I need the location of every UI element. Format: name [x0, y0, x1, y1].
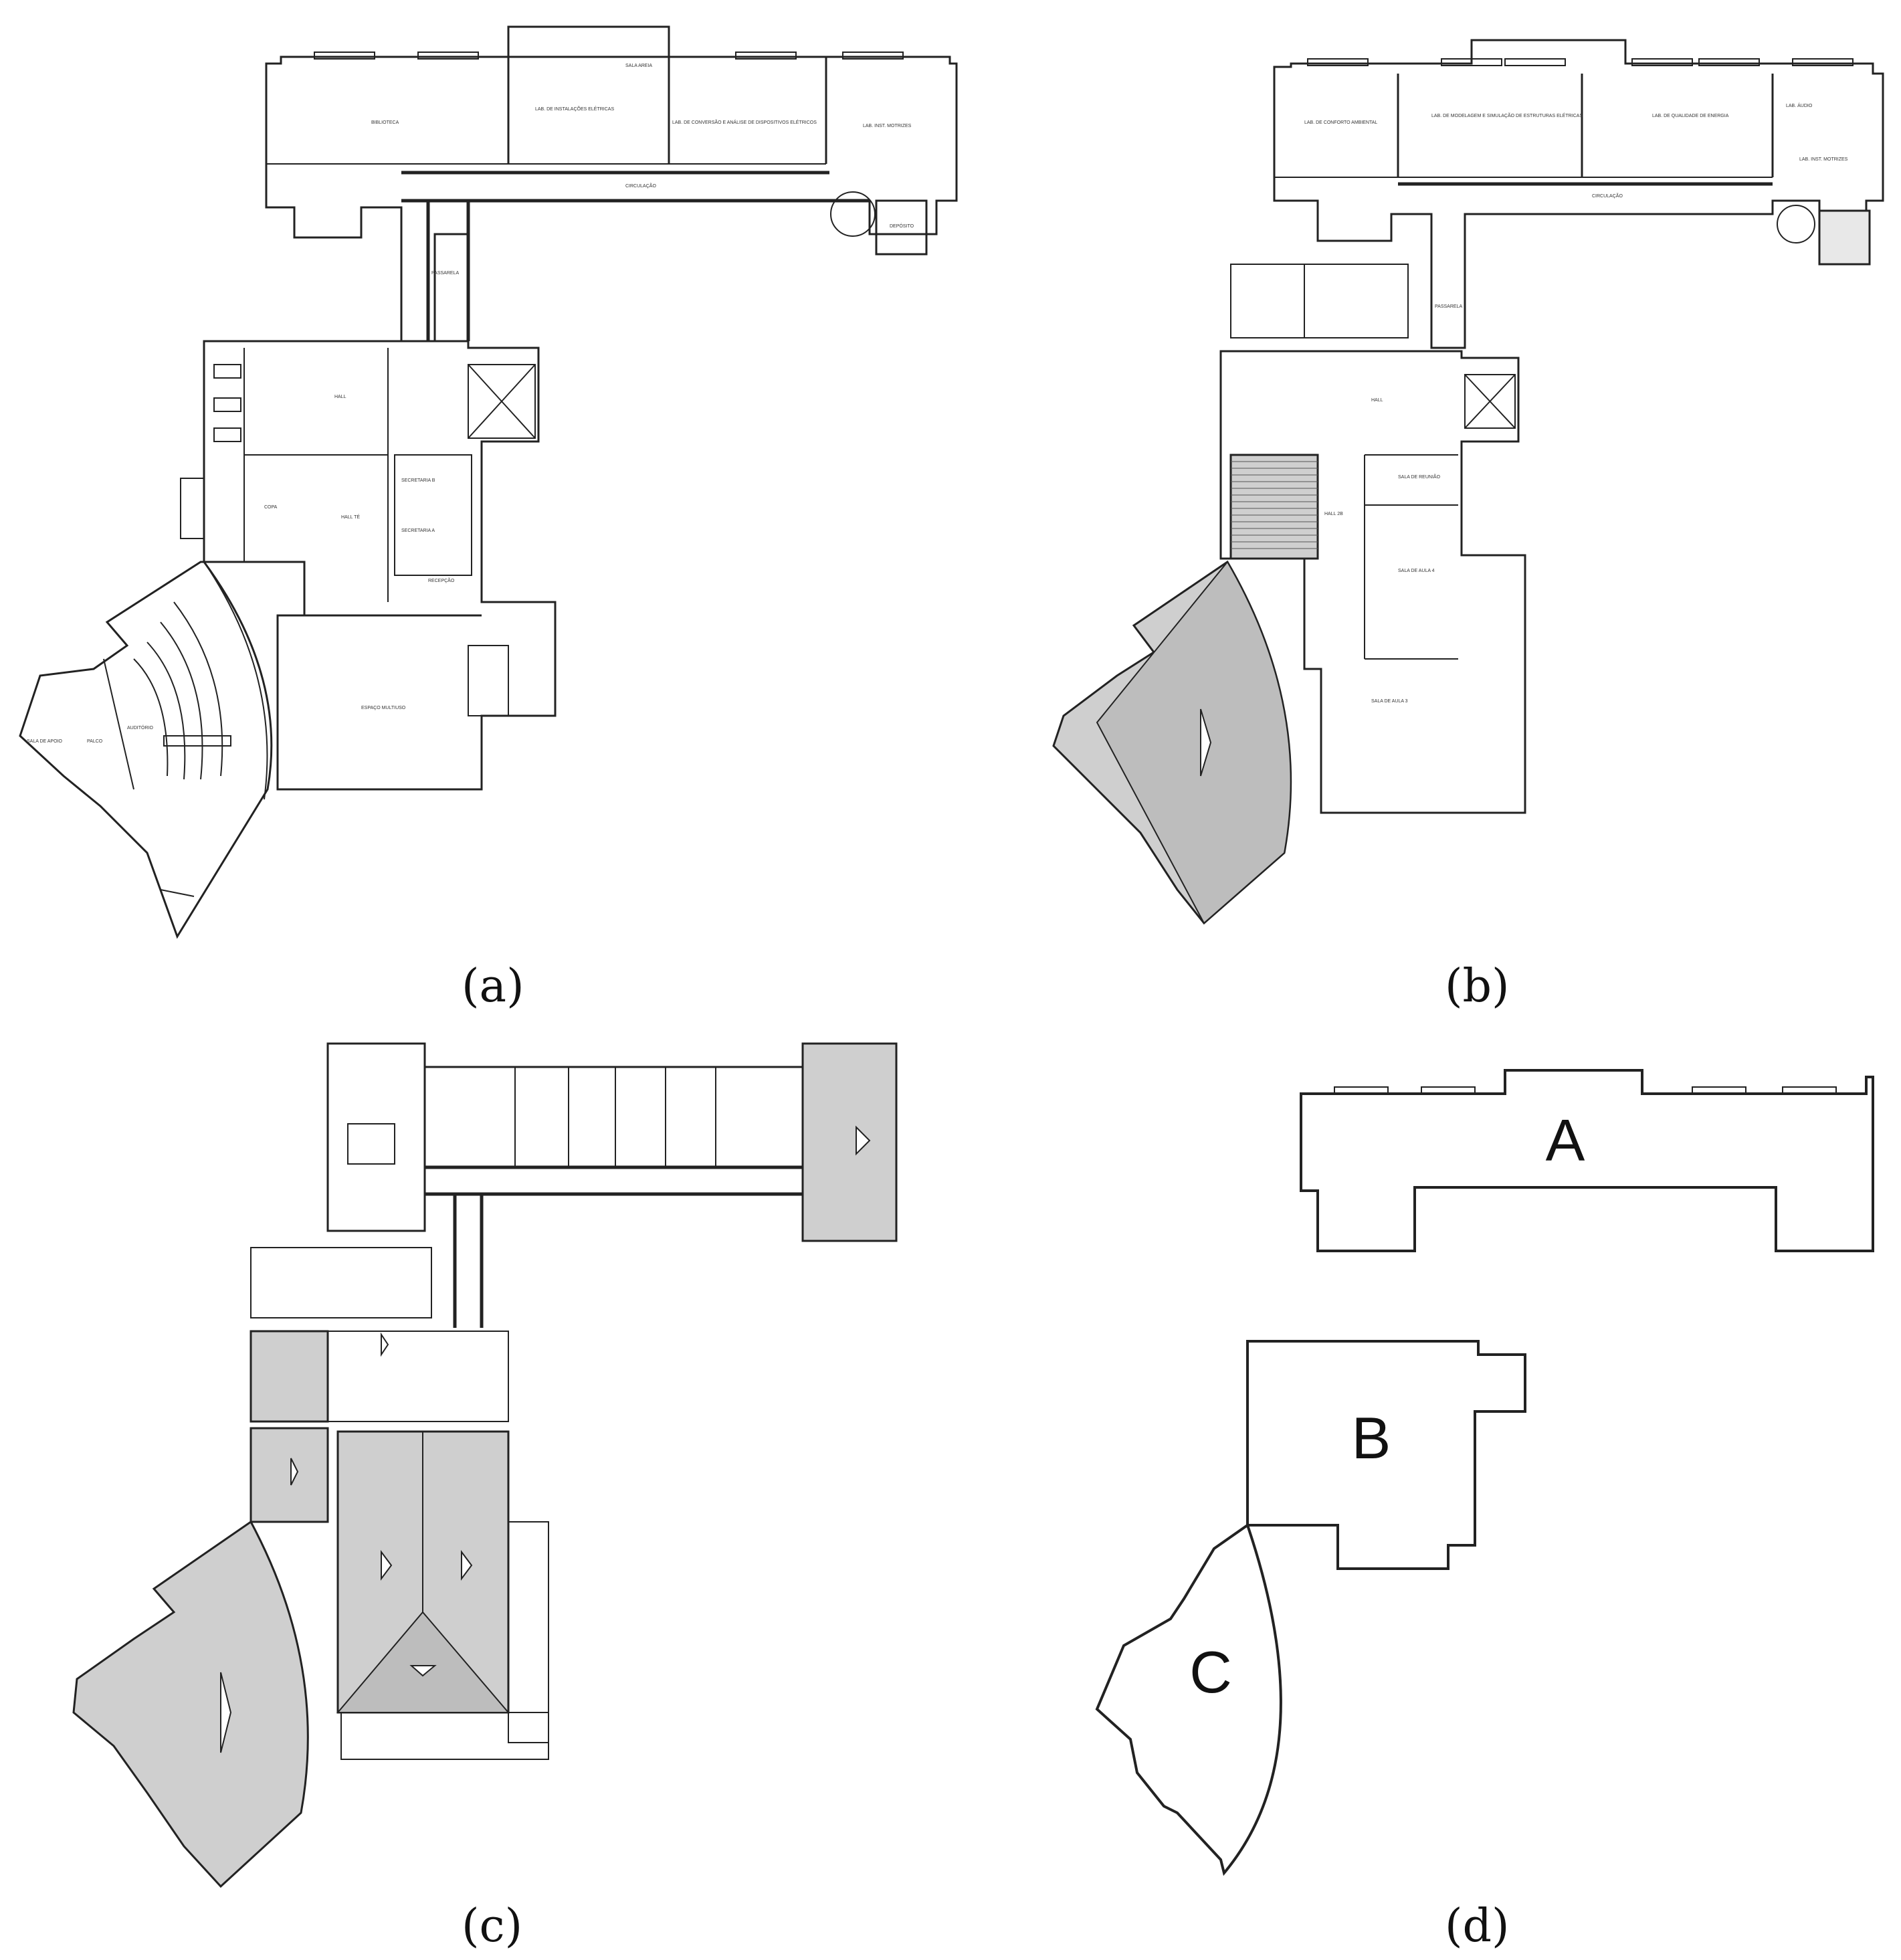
room-label: CIRCULAÇÃO: [625, 183, 656, 189]
room-label: SALA DE AULA 3: [1371, 699, 1408, 704]
room-label: ESPAÇO MULTIUSO: [361, 706, 406, 710]
room-label: COPA: [264, 505, 278, 510]
block-a-label: A: [1546, 1107, 1585, 1173]
room-label: LAB. INST. MOTRIZES: [1799, 157, 1848, 162]
block-c-shape: [1095, 1523, 1282, 1876]
room-label: BIBLIOTECA: [371, 120, 399, 125]
room-label: LAB. DE QUALIDADE DE ENERGIA: [1652, 114, 1729, 118]
room-label: PALCO: [87, 739, 103, 744]
block-b-outline-a: [203, 340, 557, 791]
block-b-label: B: [1352, 1405, 1391, 1471]
block-b-shape: [1246, 1340, 1526, 1570]
room-label: SECRETARIA B: [401, 478, 435, 483]
panel-d-block-layout: A B C: [1095, 1069, 1874, 1876]
room-label: PASSARELA: [431, 271, 459, 276]
block-b-outline-b: [1219, 350, 1526, 814]
panel-caption-d: (d): [1445, 1900, 1510, 1953]
room-label: LAB. DE CONVERSÃO E ANÁLISE DE DISPOSITI…: [672, 119, 817, 125]
panel-caption-c: (c): [462, 1900, 523, 1953]
room-label: HALL: [334, 395, 346, 399]
block-a-shape: [1300, 1069, 1874, 1252]
room-label: RECEPÇÃO: [428, 577, 455, 583]
room-label: SALA DE APOIO: [27, 739, 62, 744]
room-label: HALL: [1371, 398, 1383, 403]
panel-caption-b: (b): [1445, 960, 1510, 1013]
room-label: LAB. ÁUDIO: [1786, 102, 1813, 108]
room-label: HALL TÉ: [341, 514, 360, 520]
panel-b-floor-plan: LAB. DE CONFORTO AMBIENTAL LAB. DE MODEL…: [1052, 39, 1884, 925]
room-label: SALA AREIA: [625, 64, 652, 68]
panel-a-floor-plan: BIBLIOTECA LAB. DE INSTALAÇÕES ELÉTRICAS…: [19, 25, 958, 939]
room-label: HALL 2B: [1324, 512, 1343, 516]
room-label: SECRETARIA A: [401, 528, 435, 533]
room-label: CIRCULAÇÃO: [1592, 193, 1623, 199]
room-label: LAB. INST. MOTRIZES: [863, 124, 912, 128]
room-label: LAB. DE MODELAGEM E SIMULAÇÃO DE ESTRUTU…: [1431, 112, 1583, 118]
panel-c-roof-plan: [72, 1042, 898, 1888]
room-label: LAB. DE INSTALAÇÕES ELÉTRICAS: [535, 106, 614, 112]
panel-caption-a: (a): [462, 960, 524, 1013]
block-a-outline-b: [1273, 39, 1884, 349]
room-label: SALA DE AULA 4: [1398, 569, 1435, 573]
room-label: SALA DE REUNIÃO: [1398, 474, 1441, 480]
room-label: AUDITÓRIO: [127, 724, 153, 730]
block-c-outline-a: [19, 561, 273, 939]
block-c-outline-c: [72, 1520, 309, 1888]
block-c-label: C: [1189, 1639, 1232, 1705]
room-label: PASSARELA: [1435, 304, 1462, 309]
room-label: LAB. DE CONFORTO AMBIENTAL: [1304, 120, 1377, 125]
room-label: DEPÓSITO: [890, 223, 914, 229]
